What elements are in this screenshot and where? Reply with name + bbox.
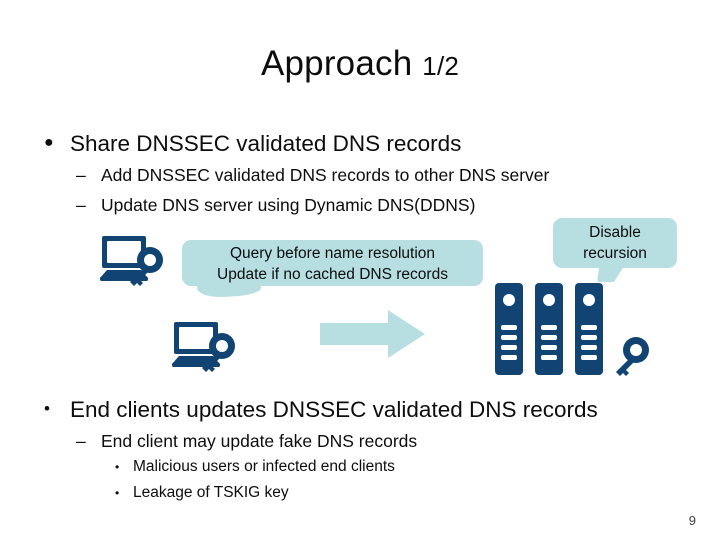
client-laptop-key-icon-1 [100,234,166,301]
bullet-share-dnssec: ● Share DNSSEC validated DNS records [44,130,461,157]
sub-sub-bullet-text: Malicious users or infected end clients [133,458,395,475]
sub-bullet-update-ddns: – Update DNS server using Dynamic DNS(DD… [76,194,475,216]
sub-bullet-add-records: – Add DNSSEC validated DNS records to ot… [76,164,549,186]
callout-query-text: Query before name resolution Update if n… [217,245,448,283]
callout-tail [597,268,623,282]
callout-query-bubble: Query before name resolution Update if n… [182,240,483,297]
sub-sub-bullet-text: Leakage of TSKIG key [133,484,289,501]
bullet-text: End clients updates DNSSEC validated DNS… [70,397,598,422]
dns-server-rack-icon [495,283,603,380]
sub-sub-bullet-marker: • [115,486,120,500]
title-subscript: 1/2 [422,51,460,81]
callout-tail [197,285,261,297]
sub-bullet-marker: – [76,431,86,451]
bullet-text: Share DNSSEC validated DNS records [70,131,462,156]
sub-sub-bullet-tskig-leakage: • Leakage of TSKIG key [115,483,289,503]
server-key-icon [608,335,654,392]
sub-bullet-text: Update DNS server using Dynamic DNS(DDNS… [101,195,476,215]
bullet-end-clients-updates: • End clients updates DNSSEC validated D… [44,396,598,423]
page-title: Approach 1/2 [0,44,720,84]
title-main: Approach [260,44,423,83]
callout-disable-recursion-text: Disable recursion [583,224,647,262]
bullet-marker: • [44,399,50,418]
client-laptop-key-icon-2 [172,320,238,387]
sub-sub-bullet-marker: • [115,460,120,474]
sub-bullet-text: Add DNSSEC validated DNS records to othe… [101,165,550,185]
sub-bullet-text: End client may update fake DNS records [101,431,418,451]
bullet-marker: ● [44,134,54,151]
sub-bullet-marker: – [76,165,86,185]
sub-bullet-fake-records: – End client may update fake DNS records [76,430,417,452]
callout-disable-recursion-bubble: Disable recursion [553,218,677,282]
sub-sub-bullet-malicious-users: • Malicious users or infected end client… [115,457,395,477]
sub-bullet-marker: – [76,195,86,215]
flow-arrow-icon [320,310,425,363]
page-number: 9 [688,513,696,528]
